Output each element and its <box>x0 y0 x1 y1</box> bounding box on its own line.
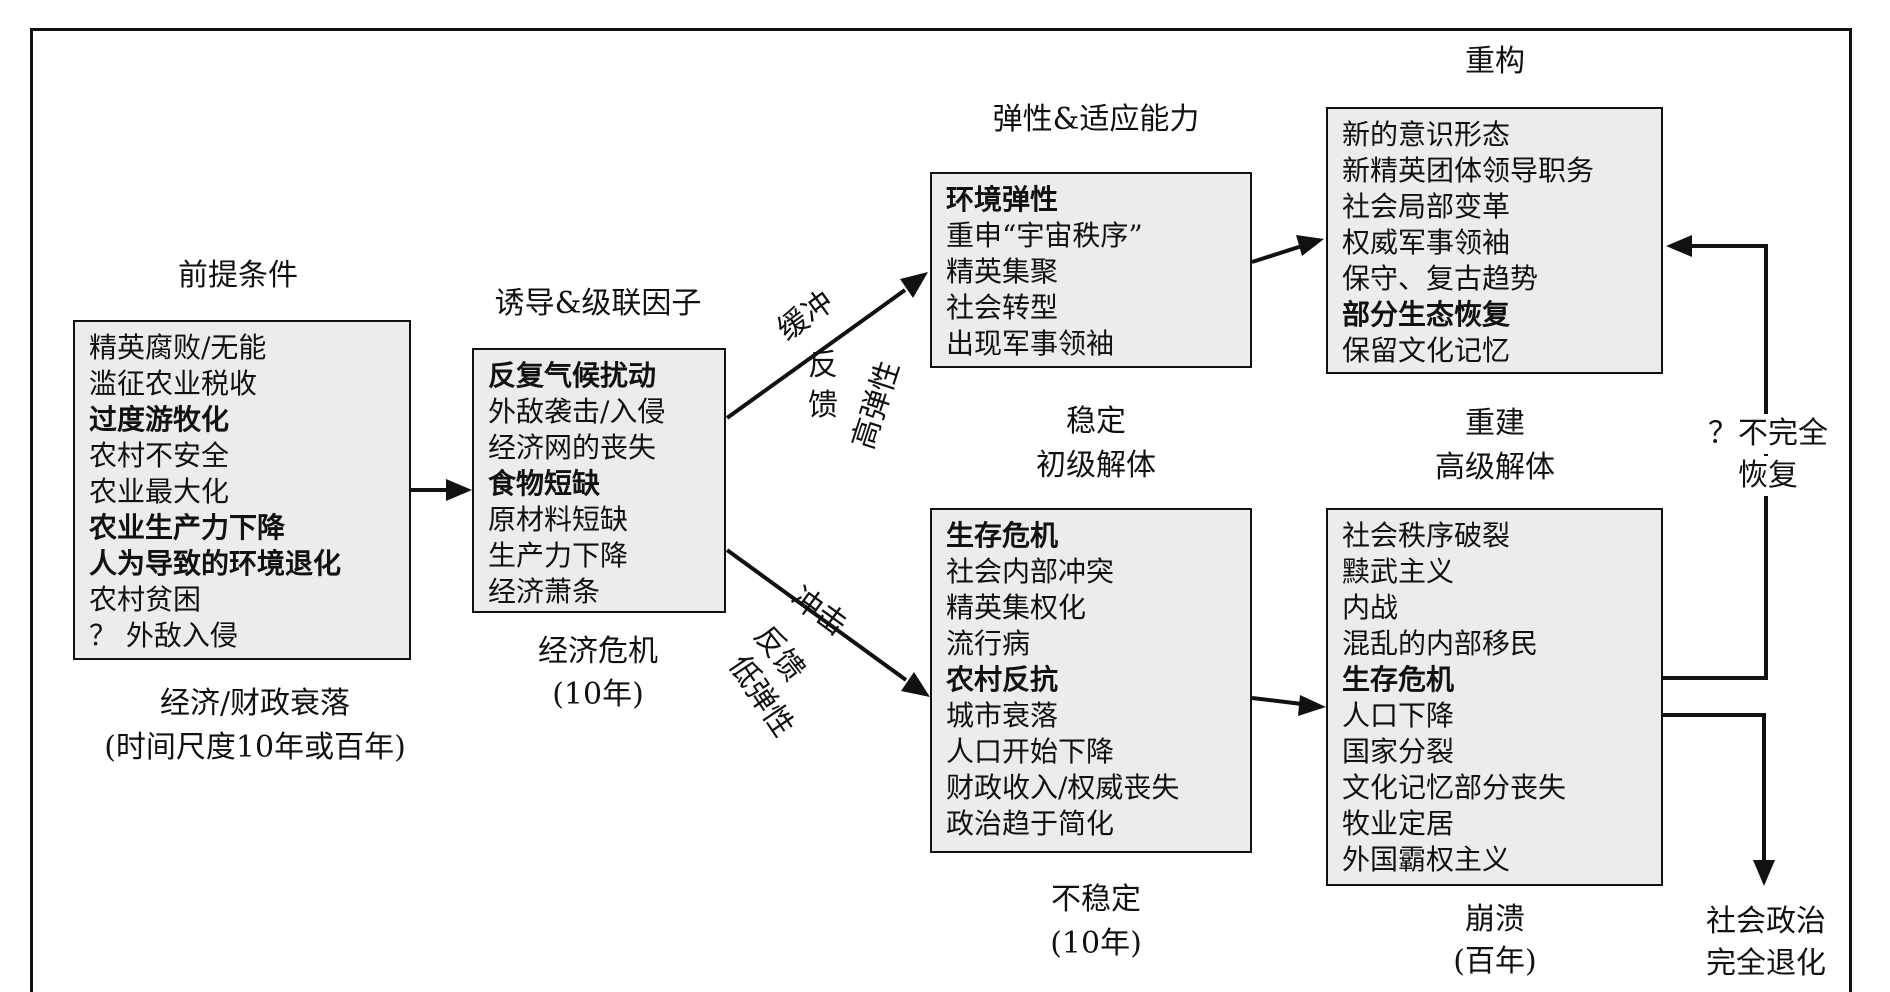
collapse-item: 人口下降 <box>1342 699 1455 732</box>
collapse-caption-1: 崩溃 <box>1465 902 1525 937</box>
preconditions-item: 农业最大化 <box>89 475 230 508</box>
unstable-item: 流行病 <box>946 627 1031 660</box>
restructure-item: 新精英团体领导职务 <box>1342 154 1595 187</box>
preconditions-item: 农村不安全 <box>89 439 230 472</box>
triggers-item: 经济萧条 <box>488 575 601 608</box>
diagram-frame <box>30 28 1852 992</box>
collapse-box: 社会秩序破裂 黩武主义 内战 混乱的内部移民 生存危机 人口下降 国家分裂 文化… <box>1326 508 1663 886</box>
unstable-item: 财政收入/权威丧失 <box>946 771 1180 804</box>
resilience-item: 环境弹性 <box>946 183 1059 216</box>
preconditions-item: 过度游牧化 <box>89 403 230 436</box>
rebuild-label: 重建 <box>1465 406 1525 441</box>
triggers-title: 诱导&级联因子 <box>494 286 702 321</box>
collapse-item: 牧业定居 <box>1342 807 1455 840</box>
collapse-item: 混乱的内部移民 <box>1342 627 1539 660</box>
unstable-caption-2: (10年) <box>1050 926 1142 961</box>
unstable-item: 城市衰落 <box>946 699 1059 732</box>
unstable-item: 政治趋于简化 <box>946 807 1115 840</box>
arrowhead-precond <box>446 479 472 501</box>
branch-up-label-2-text: 反馈 <box>808 348 838 423</box>
collapse-caption-2: (百年) <box>1453 944 1537 979</box>
triggers-item: 经济网的丧失 <box>488 431 657 464</box>
triggers-item: 生产力下降 <box>488 539 629 572</box>
resilience-item: 社会转型 <box>946 291 1059 324</box>
triggers-item: 反复气候扰动 <box>488 359 657 392</box>
collapse-item: 社会秩序破裂 <box>1342 519 1511 552</box>
arrow-complete-regression <box>1663 713 1766 860</box>
branch-up-label-2: 反馈 <box>806 346 840 426</box>
preconditions-item: 农业生产力下降 <box>89 511 286 544</box>
collapse-item: 外国霸权主义 <box>1342 843 1511 876</box>
collapse-item: 文化记忆部分丧失 <box>1342 771 1567 804</box>
restructure-box: 新的意识形态 新精英团体领导职务 社会局部变革 权威军事领袖 保守、复古趋势 部… <box>1326 107 1663 374</box>
triggers-item: 外敌袭击/入侵 <box>488 395 666 428</box>
unstable-item: 人口开始下降 <box>946 735 1115 768</box>
primary-disintegration-label: 初级解体 <box>1036 448 1156 483</box>
arrow-to-unstable <box>725 548 908 682</box>
triggers-box: 反复气候扰动 外敌袭击/入侵 经济网的丧失 食物短缺 原材料短缺 生产力下降 经… <box>472 348 726 613</box>
recovery-label-2: 恢复 <box>1734 456 1802 496</box>
arrow-to-restructure <box>1251 244 1303 264</box>
preconditions-title: 前提条件 <box>178 258 298 293</box>
triggers-item: 原材料短缺 <box>488 503 629 536</box>
arrowhead-regression <box>1753 860 1775 886</box>
collapse-item: 国家分裂 <box>1342 735 1455 768</box>
preconditions-item: 滥征农业税收 <box>89 367 258 400</box>
triggers-caption-2: (10年) <box>552 677 644 712</box>
triggers-item: 食物短缺 <box>488 467 601 500</box>
preconditions-item: 人为导致的环境退化 <box>89 547 342 580</box>
resilience-box: 环境弹性 重申“宇宙秩序” 精英集聚 社会转型 出现军事领袖 <box>930 172 1252 368</box>
preconditions-item: 精英腐败/无能 <box>89 331 267 364</box>
restructure-item: 保留文化记忆 <box>1342 334 1511 367</box>
unstable-item: 生存危机 <box>946 519 1059 552</box>
arrowhead-collapse <box>1298 695 1326 716</box>
resilience-item: 精英集聚 <box>946 255 1059 288</box>
arrowhead-unstable <box>901 672 930 697</box>
advanced-disintegration-label: 高级解体 <box>1435 450 1555 485</box>
unstable-item: 农村反抗 <box>946 663 1059 696</box>
final-label-1: 社会政治 <box>1706 904 1826 939</box>
restructure-item: 保守、复古趋势 <box>1342 262 1539 295</box>
stable-label: 稳定 <box>1066 404 1126 439</box>
collapse-item: 内战 <box>1342 591 1399 624</box>
unstable-caption-1: 不稳定 <box>1051 882 1141 917</box>
preconditions-item: 农村贫困 <box>89 583 202 616</box>
arrowhead-recovery <box>1666 235 1692 257</box>
preconditions-box: 精英腐败/无能 滥征农业税收 过度游牧化 农村不安全 农业最大化 农业生产力下降… <box>73 320 411 660</box>
restructure-item: 部分生态恢复 <box>1342 298 1511 331</box>
resilience-item: 出现军事领袖 <box>946 327 1115 360</box>
arrowhead-restructure <box>1296 235 1324 256</box>
arrow-to-collapse <box>1251 696 1303 706</box>
resilience-item: 重申“宇宙秩序” <box>946 219 1143 252</box>
unstable-item: 社会内部冲突 <box>946 555 1115 588</box>
unstable-box: 生存危机 社会内部冲突 精英集权化 流行病 农村反抗 城市衰落 人口开始下降 财… <box>930 508 1252 853</box>
final-label-2: 完全退化 <box>1706 946 1826 981</box>
preconditions-caption-1: 经济/财政衰落 <box>159 686 351 721</box>
collapse-item: 黩武主义 <box>1342 555 1455 588</box>
preconditions-item: ？ 外敌入侵 <box>89 619 238 652</box>
restructure-item: 社会局部变革 <box>1342 190 1511 223</box>
triggers-caption-1: 经济危机 <box>538 634 658 669</box>
preconditions-caption-2: (时间尺度10年或百年) <box>104 730 406 765</box>
restructure-item: 新的意识形态 <box>1342 118 1511 151</box>
restructure-title: 重构 <box>1465 44 1525 79</box>
unstable-item: 精英集权化 <box>946 591 1087 624</box>
arrowhead-resilience <box>900 272 928 298</box>
arrow-to-resilience <box>725 288 907 420</box>
restructure-item: 权威军事领袖 <box>1342 226 1511 259</box>
resilience-title: 弹性&适应能力 <box>992 102 1200 137</box>
collapse-item: 生存危机 <box>1342 663 1455 696</box>
recovery-label-1: ？不完全 <box>1704 414 1832 454</box>
